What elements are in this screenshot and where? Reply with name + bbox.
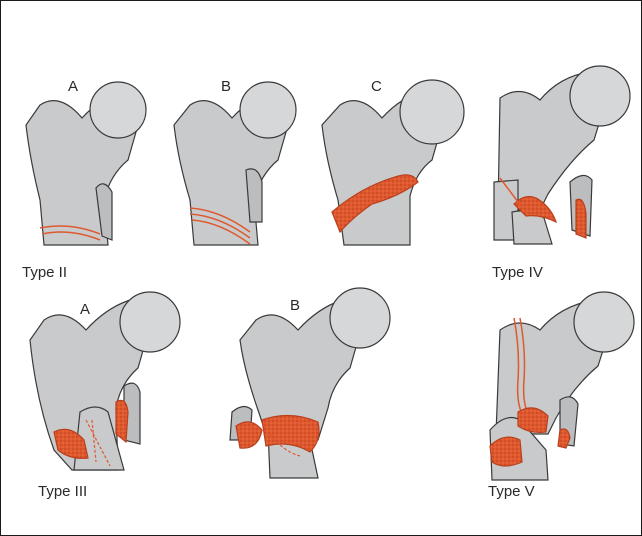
label-type-ii-b: B: [221, 79, 231, 94]
fracture-zone: [490, 437, 522, 466]
label-type-ii: Type II: [22, 265, 67, 280]
label-type-iii-a: A: [80, 302, 90, 317]
label-type-iii-b: B: [290, 298, 300, 313]
femur-type-ii-a: [26, 82, 146, 245]
label-type-ii-a: A: [68, 79, 78, 94]
femur-type-iii-a: [30, 292, 180, 470]
femur-type-ii-c: [322, 80, 464, 245]
femur-type-iv: [494, 66, 630, 244]
label-type-iii: Type III: [38, 484, 87, 499]
fracture-zone: [576, 199, 586, 238]
label-type-iv: Type IV: [492, 265, 543, 280]
femur-type-ii-b: [174, 82, 296, 245]
femur-type-iii-b: [230, 288, 390, 478]
femur-type-v: [490, 292, 634, 480]
fracture-zone: [116, 400, 128, 442]
fracture-zone: [236, 422, 262, 448]
fracture-zone: [518, 408, 548, 433]
label-type-v: Type V: [488, 484, 535, 499]
label-type-ii-c: C: [371, 79, 382, 94]
